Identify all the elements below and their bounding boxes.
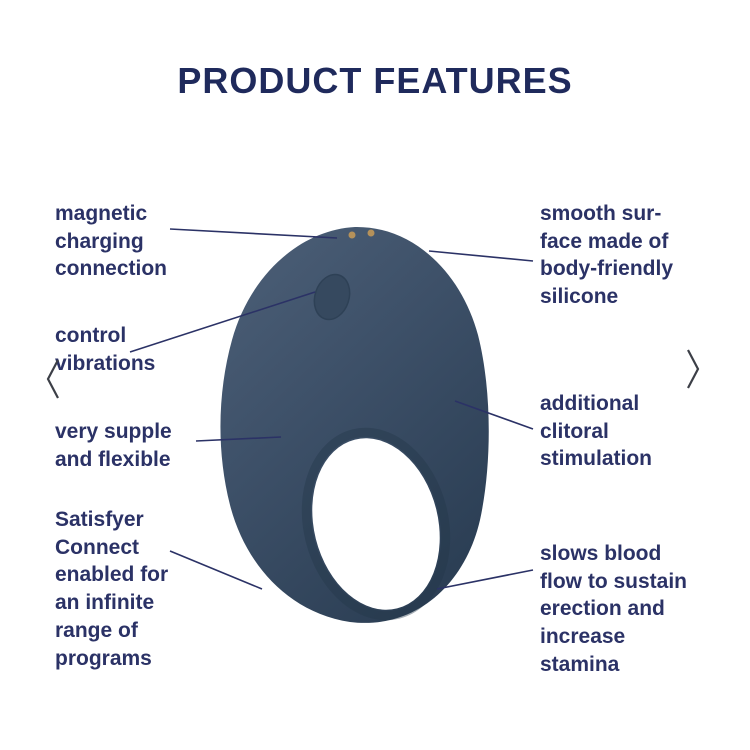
charging-contacts-icon — [348, 229, 375, 239]
feature-label-satisfyer-connect: Satisfyer Connect enabled for an infinit… — [55, 508, 169, 670]
feature-label-control-vibrations: control vibrations — [55, 324, 156, 375]
prev-arrow-button[interactable] — [44, 356, 62, 402]
callout-lines — [129, 228, 534, 590]
feature-label-clitoral-stimulation: additional clitoral stimulation — [540, 392, 653, 471]
chevron-right-icon — [687, 349, 700, 389]
control-button — [313, 273, 351, 321]
feature-label-blood-flow: slows blood flow to sustain erection and… — [540, 542, 687, 676]
chevron-left-icon — [46, 359, 59, 399]
feature-label-supple-flexible: very supple and flexible — [55, 420, 172, 471]
ring-hole — [312, 438, 440, 610]
ring-hole-rim — [301, 427, 451, 621]
feature-label-smooth-surface: smooth sur- face made of body-friendly s… — [540, 202, 674, 309]
page-title: PRODUCT FEATURES — [177, 60, 573, 101]
next-arrow-button[interactable] — [684, 346, 702, 392]
feature-label-magnetic-charging: magnetic charging connection — [55, 202, 168, 281]
